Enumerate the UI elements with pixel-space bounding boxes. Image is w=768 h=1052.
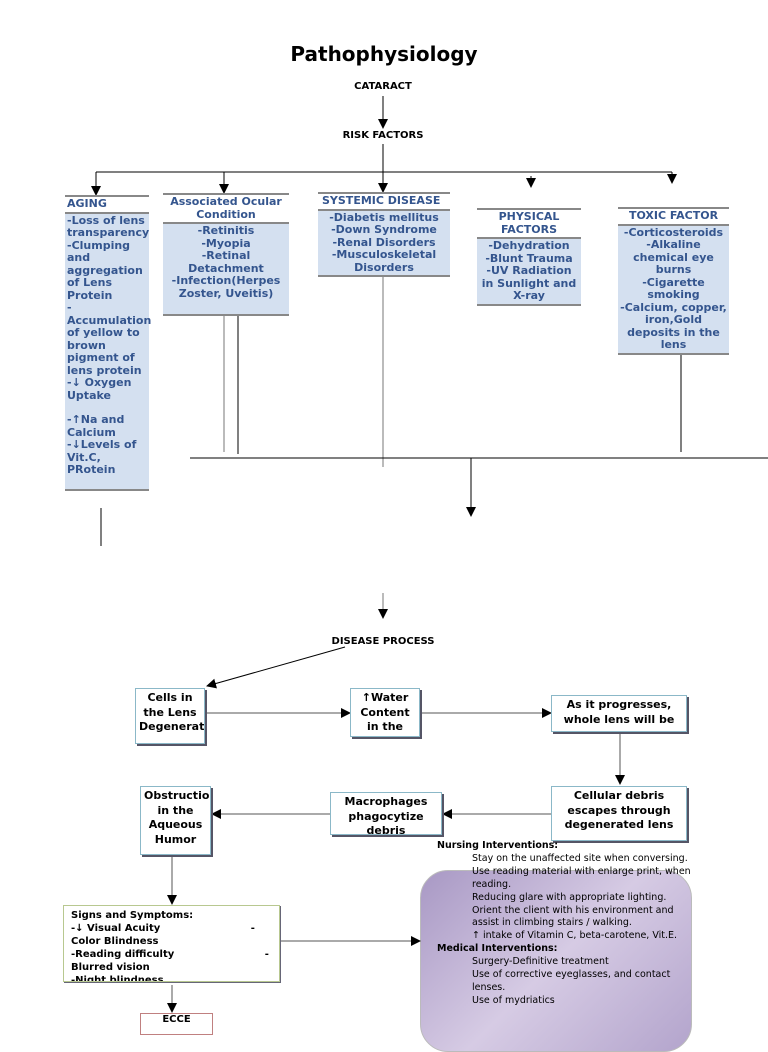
nursing-title: Nursing Interventions: [437, 840, 559, 851]
factor-item: -Alkaline chemical eye burns [633, 238, 714, 276]
factor-header: SYSTEMIC DISEASE [318, 192, 450, 211]
factor-item: -UV Radiation in Sunlight and X-ray [481, 264, 577, 302]
factor-aging: AGING -Loss of lens transparency -Clumpi… [65, 195, 152, 491]
process-water-content: ↑Water Content in the Lens [350, 688, 420, 737]
factor-item: -Retinitis [197, 224, 255, 237]
factor-item: -Renal Disorders [332, 235, 436, 249]
sign-item: -Night blindness [71, 975, 164, 982]
ecce-box: ECCE [140, 1013, 213, 1035]
factor-item: -↓ Oxygen Uptake [67, 376, 132, 402]
medical-item: Use of mydriatics [472, 994, 555, 1006]
factor-item: -Blunt Trauma [485, 251, 573, 265]
process-macrophages: Macrophages phagocytize debris [330, 792, 442, 835]
factor-header: PHYSICAL FACTORS [477, 208, 581, 239]
interventions-panel [420, 870, 692, 1052]
factor-header: TOXIC FACTOR [618, 207, 729, 226]
factor-item: -Loss of lens transparency [67, 213, 150, 239]
disease-process-label: DISEASE PROCESS [331, 636, 435, 647]
process-cells-degenerate: Cells in the Lens Degenerates [135, 688, 205, 744]
signs-and-symptoms-box: Signs and Symptoms: -↓ Visual Acuity -Co… [63, 905, 280, 982]
factor-toxic: TOXIC FACTOR -Corticosteroids -Alkaline … [618, 207, 729, 355]
nursing-item: ↑ intake of Vitamin C, beta-carotene, Vi… [472, 930, 678, 942]
nursing-item: Reducing glare with appropriate lighting… [472, 891, 667, 903]
factor-item: -Corticosteroids [623, 225, 724, 239]
factor-item: -Musculoskeletal Disorders [331, 248, 437, 274]
factor-ocular: Associated Ocular Condition -Retinitis -… [163, 193, 289, 316]
process-progresses: As it progresses, whole lens will be opa… [551, 695, 687, 732]
factor-header: Associated Ocular Condition [163, 193, 289, 224]
medical-item: Use of corrective eyeglasses, and contac… [472, 969, 671, 993]
factor-item: -Dehydration [488, 239, 570, 252]
factor-item: -↑Na and Calcium [67, 413, 125, 439]
factor-systemic: SYSTEMIC DISEASE -Diabetis mellitus -Dow… [318, 192, 450, 277]
factor-item: -Diabetis mellitus [329, 210, 439, 224]
interventions-text: Nursing Interventions: Stay on the unaff… [437, 840, 697, 1008]
factor-item: -Accumulation of yellow to brown pigment… [67, 301, 152, 377]
nursing-item: Stay on the unaffected site when convers… [472, 852, 688, 864]
factor-item: -Calcium, copper, iron,Gold deposits in … [620, 300, 727, 351]
process-cellular-debris: Cellular debris escapes through degenera… [551, 786, 687, 841]
signs-title: Signs and Symptoms: [71, 910, 194, 921]
factor-item: -Retinal Detachment [188, 249, 264, 275]
process-obstruction: Obstruction in the Aqueous Humor [140, 786, 211, 855]
medical-item: Surgery-Definitive treatment [472, 956, 609, 968]
sign-item: -↓ Visual Acuity -Color Blindness [71, 923, 255, 947]
cataract-label: CATARACT [354, 81, 412, 92]
page-title: Pathophysiology [290, 42, 478, 66]
factor-item: -Myopia [201, 236, 251, 250]
factor-header: AGING [65, 195, 149, 214]
nursing-item: Orient the client with his environment a… [472, 904, 674, 929]
risk-factors-label: RISK FACTORS [342, 130, 424, 141]
nursing-item: Use reading material with enlarge print,… [472, 865, 691, 890]
factor-item: -Down Syndrome [331, 223, 437, 236]
sign-item: -Reading difficulty -Blurred vision [71, 949, 269, 973]
medical-title: Medical Interventions: [437, 943, 558, 955]
factor-item: -↓Levels of Vit.C, PRotein [67, 438, 137, 476]
factor-item: -Infection(Herpes Zoster, Uveitis) [171, 274, 281, 300]
factor-item: -Clumping and aggregation of Lens Protei… [67, 238, 143, 302]
factor-item: -Cigarette smoking [642, 275, 705, 301]
factor-physical: PHYSICAL FACTORS -Dehydration -Blunt Tra… [477, 208, 581, 306]
